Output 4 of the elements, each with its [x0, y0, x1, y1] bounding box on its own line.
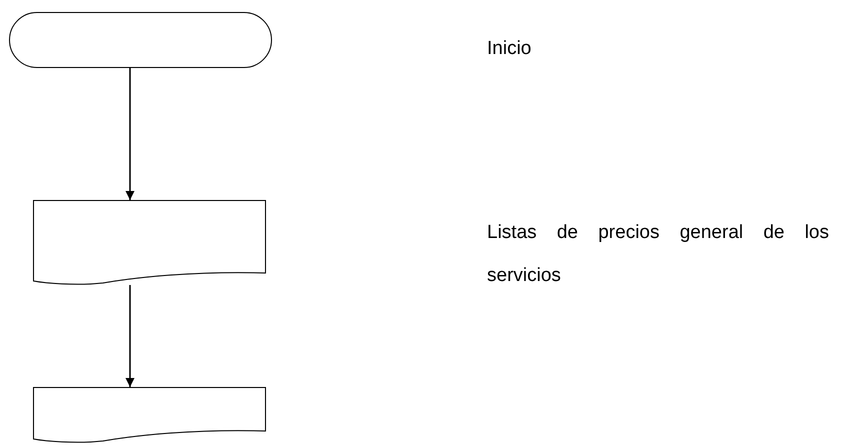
- annotation-text: Inicio: [487, 37, 532, 61]
- arrow: [126, 285, 134, 387]
- annotation-text: Listas de precios general de los servicios: [487, 221, 829, 288]
- arrow: [126, 68, 134, 200]
